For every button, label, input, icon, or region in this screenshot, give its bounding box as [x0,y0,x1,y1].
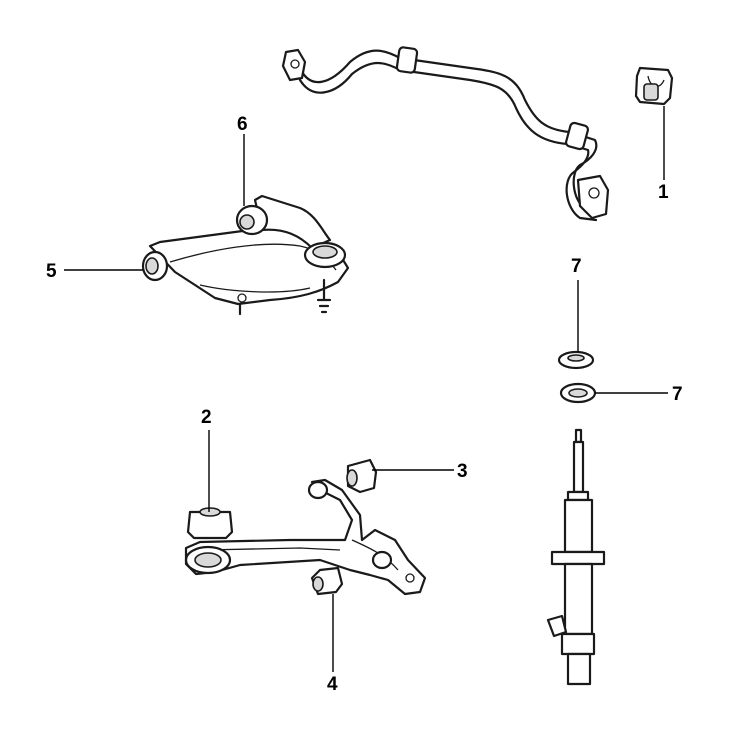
upper-arm-front-bushing [141,250,169,282]
callout-3: 3 [457,461,468,482]
callout-7-upper: 7 [571,256,582,277]
shock-mount-washer-upper [557,350,595,370]
lower-control-arm [184,478,427,596]
callout-2: 2 [201,407,212,428]
callout-5: 5 [46,261,57,282]
lower-arm-rear-bushing [310,566,344,596]
lower-arm-upper-bushing [346,458,378,494]
stabilizer-bar [281,46,610,222]
stabilizer-bushing [634,66,674,106]
upper-control-arm [141,194,350,316]
callout-labels: 1 2 3 4 5 6 7 7 [46,114,683,695]
callout-1: 1 [658,182,669,203]
shock-absorber [546,428,606,686]
lower-arm-front-bushing [186,507,234,540]
leader-lines [64,106,668,672]
callout-4: 4 [327,674,338,695]
callout-7-lower: 7 [672,384,683,405]
shock-mount-washer-lower [559,382,597,404]
callout-6: 6 [237,114,248,135]
upper-arm-rear-bushing [235,204,269,236]
